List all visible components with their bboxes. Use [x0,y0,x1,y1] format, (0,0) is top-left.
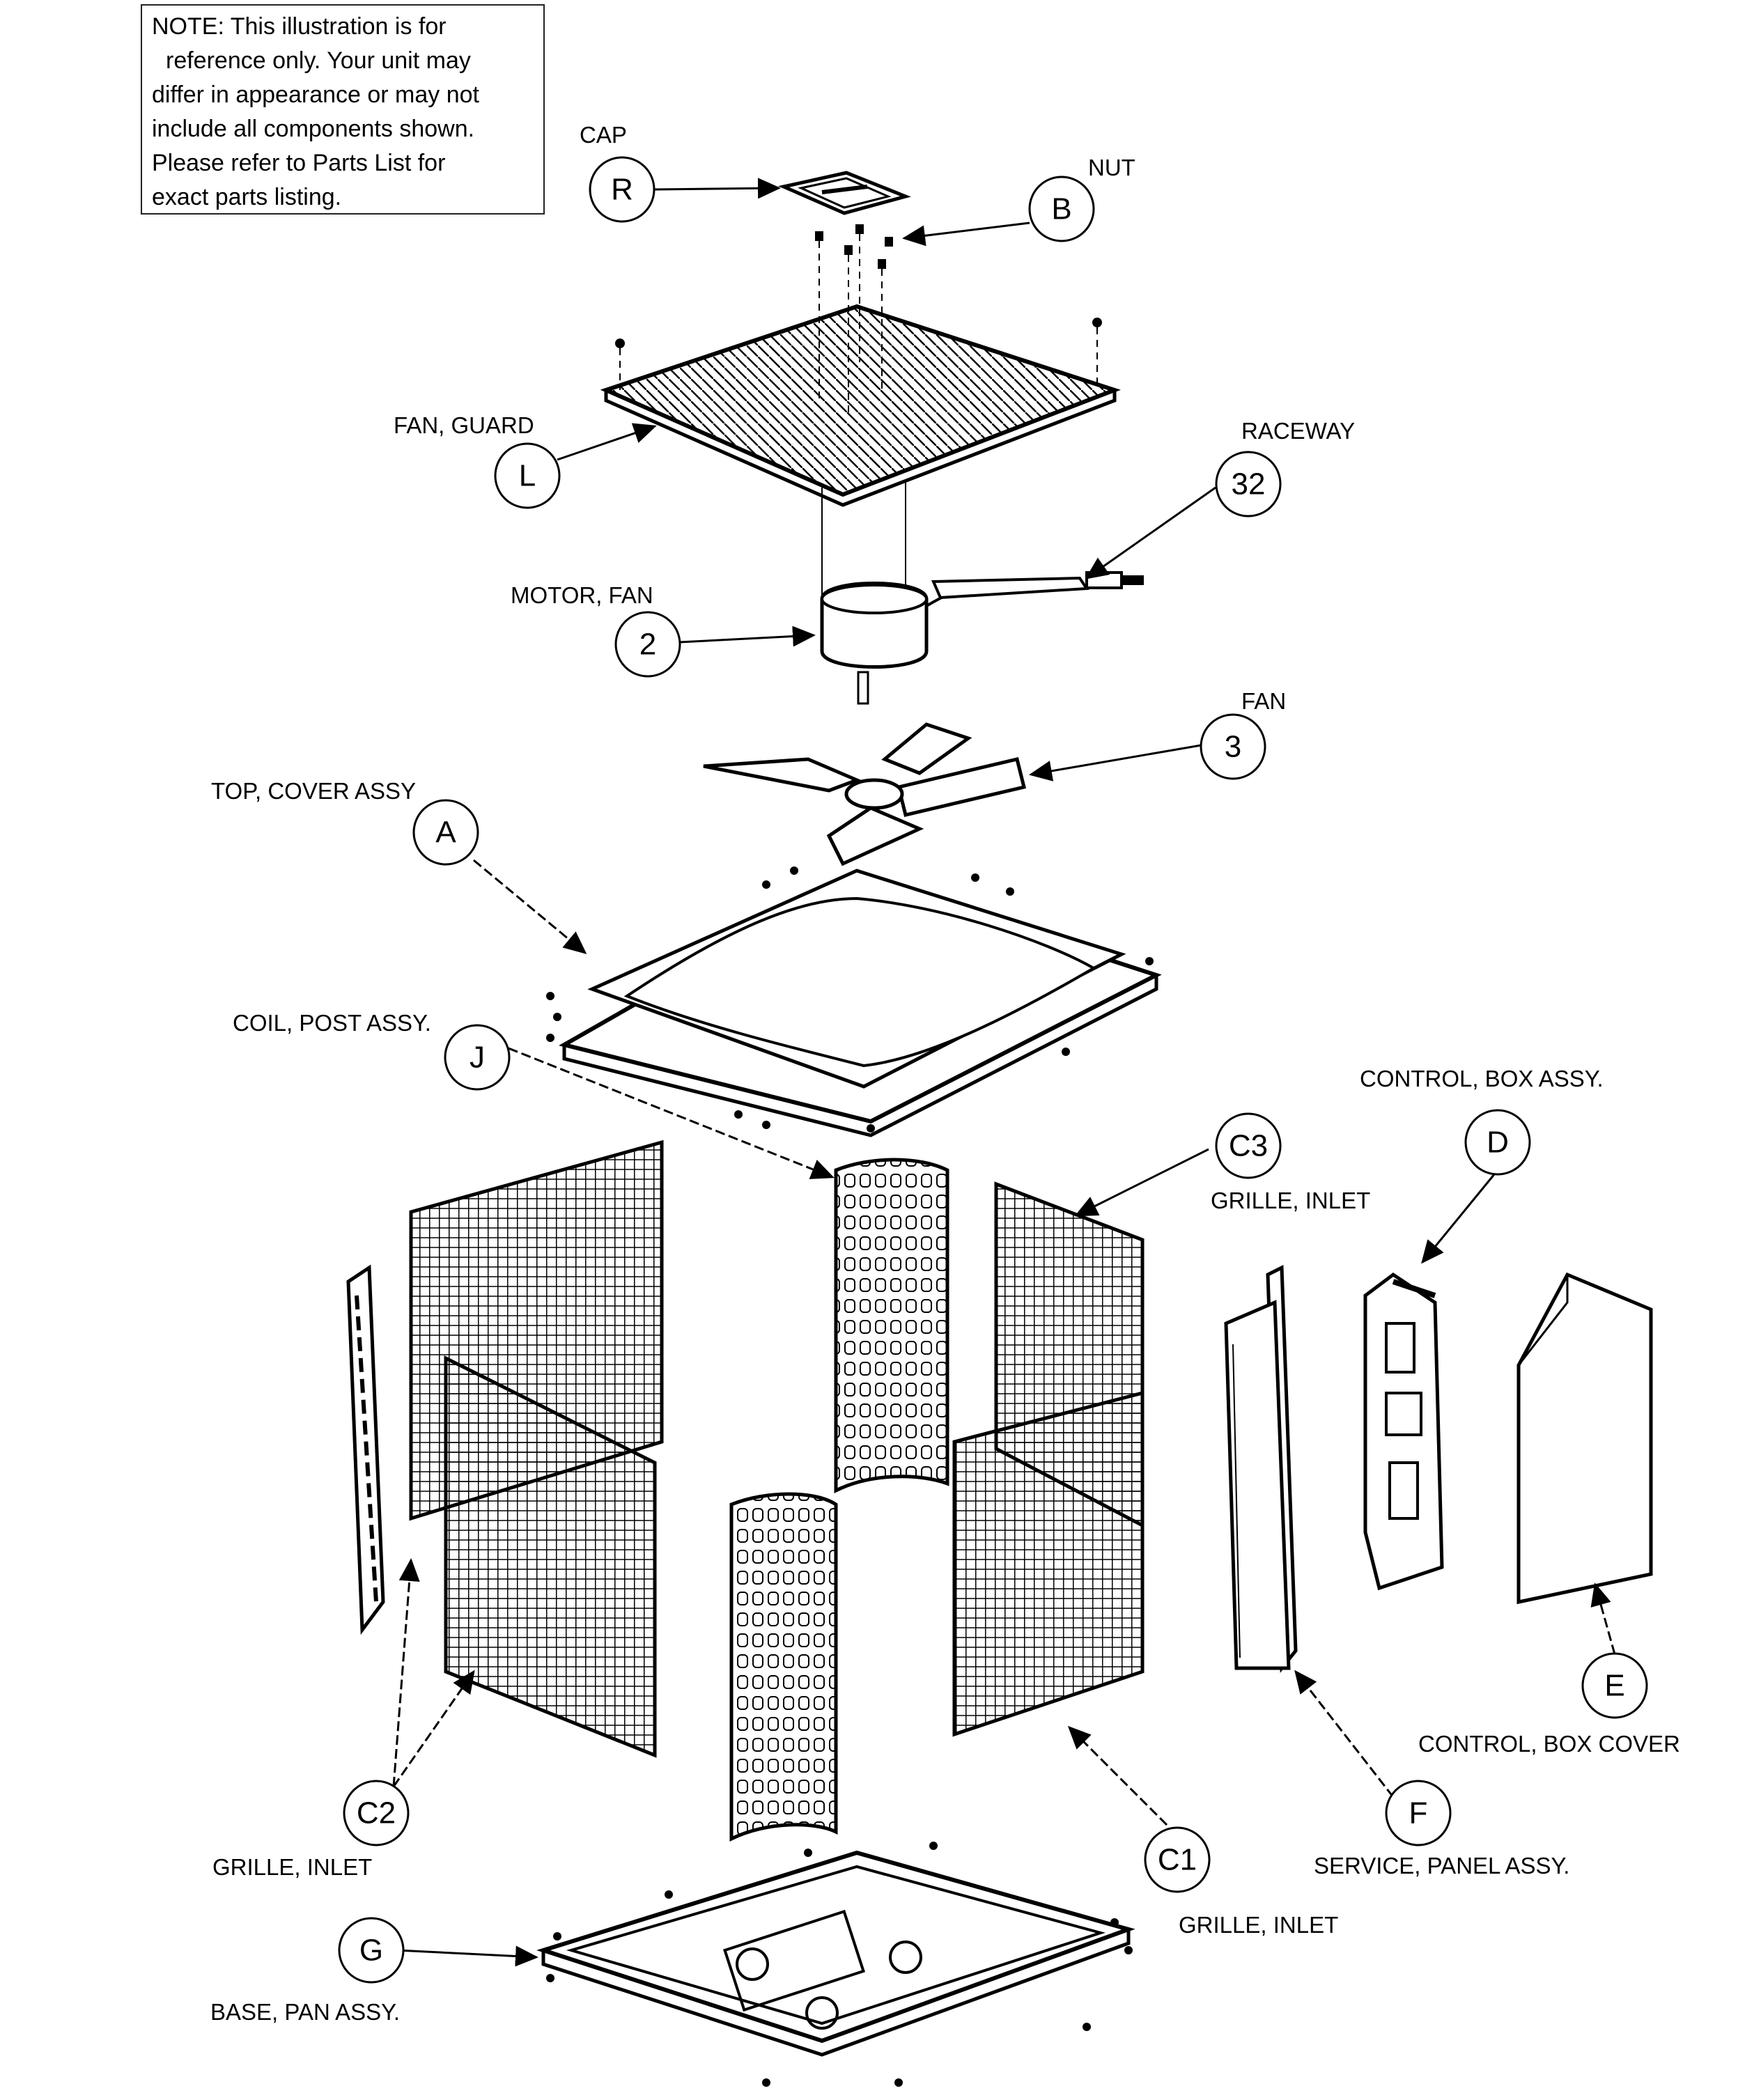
callout-L: L FAN, GUARD [394,412,561,509]
grille-c2-lower [444,1355,657,1758]
callout-C3-id: C3 [1229,1129,1268,1163]
callout-D-label: CONTROL, BOX ASSY. [1360,1066,1604,1091]
callout-R: R CAP [580,122,655,223]
coil-post-part [834,1158,949,1494]
top-cover-part [546,866,1162,1137]
control-box-cover-part [1516,1272,1653,1605]
note-line-5: Please refer to Parts List for [152,150,446,176]
callout-G-label: BASE, PAN ASSY. [210,1999,400,2025]
leader-lines [392,178,1616,1967]
callout-G: G BASE, PAN ASSY. [210,1917,405,2025]
callout-2-label: MOTOR, FAN [511,582,653,608]
note-line-3: differ in appearance or may not [152,81,479,108]
callout-C1-id: C1 [1158,1843,1197,1877]
side-panel-left-part [346,1264,385,1635]
callout-E-id: E [1604,1669,1624,1703]
reference-note: NOTE: This illustration is for reference… [141,4,545,215]
callout-C1-label: GRILLE, INLET [1179,1912,1338,1938]
callout-R-id: R [611,173,633,207]
callout-J-id: J [470,1041,485,1075]
fan-guard-part [600,304,1121,507]
callout-D-id: D [1487,1126,1509,1160]
fan-blade-part [703,722,1027,866]
note-line-6: exact parts listing. [152,184,342,210]
base-pan-part [536,1842,1135,2087]
callout-E: E CONTROL, BOX COVER [1418,1652,1680,1757]
callout-B: B NUT [1028,155,1135,242]
callout-G-id: G [359,1934,383,1968]
callout-B-label: NUT [1088,155,1135,180]
grille-c1-part [952,1390,1145,1737]
callout-C2: C2 GRILLE, INLET [212,1780,410,1880]
callout-J-label: COIL, POST ASSY. [233,1010,431,1036]
callout-F: F SERVICE, PANEL ASSY. [1314,1780,1569,1879]
callout-C2-label: GRILLE, INLET [212,1854,372,1880]
callout-C3-label: GRILLE, INLET [1211,1188,1370,1213]
callout-F-label: SERVICE, PANEL ASSY. [1314,1853,1569,1879]
control-box-part [1363,1272,1444,1591]
note-line-4: include all components shown. [152,116,475,142]
service-panel-part [1224,1265,1298,1673]
fan-motor-part [820,481,1018,705]
note-line-2: reference only. Your unit may [166,47,471,74]
callout-3: 3 FAN [1200,688,1286,780]
note-line-1: NOTE: This illustration is for [152,13,447,40]
callout-32-label: RACEWAY [1241,418,1355,444]
callout-J: J COIL, POST ASSY. [233,1010,511,1091]
callout-C1: C1 GRILLE, INLET [1144,1826,1338,1938]
callout-3-label: FAN [1241,688,1286,714]
callout-C3: C3 GRILLE, INLET [1211,1112,1370,1213]
callout-L-id: L [519,459,536,493]
callout-A-label: TOP, COVER ASSY [211,778,416,804]
callout-3-id: 3 [1225,730,1241,764]
callout-B-id: B [1051,192,1071,226]
callout-R-label: CAP [580,122,627,148]
callout-C2-id: C2 [357,1796,396,1830]
callout-A: A TOP, COVER ASSY [211,778,479,866]
callout-L-label: FAN, GUARD [394,412,534,438]
callout-A-id: A [435,816,456,850]
callout-E-label: CONTROL, BOX COVER [1418,1731,1680,1757]
raceway-part [931,571,1144,600]
callout-32-id: 32 [1232,467,1266,501]
callout-32: 32 RACEWAY [1215,418,1355,518]
callout-2: 2 MOTOR, FAN [511,582,681,678]
callout-2-id: 2 [639,628,656,662]
callout-D: D CONTROL, BOX ASSY. [1360,1066,1604,1176]
cap-part [777,171,911,215]
coil-post-lower-part [729,1492,838,1842]
callout-F-id: F [1409,1796,1428,1830]
